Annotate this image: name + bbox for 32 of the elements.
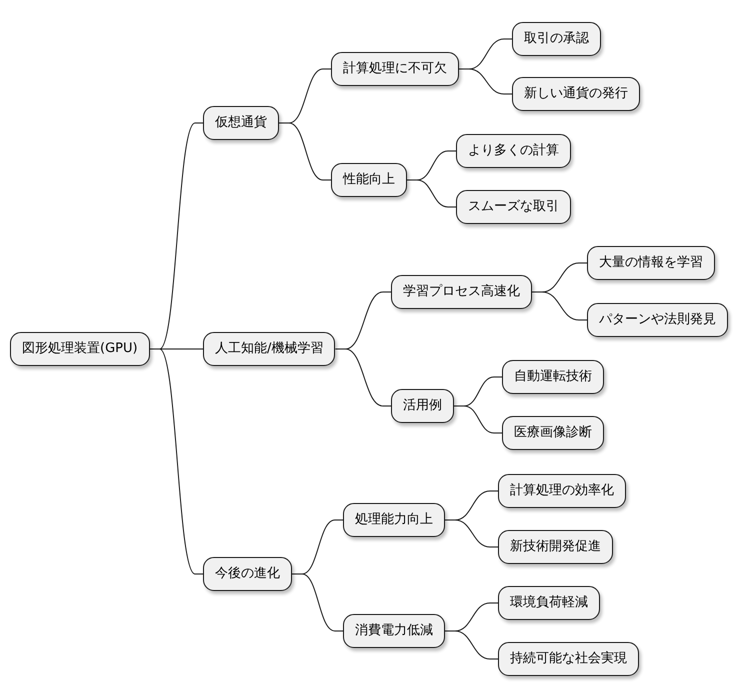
topic-box: 活用例 xyxy=(391,389,454,423)
topic-box: 計算処理に不可欠 xyxy=(331,52,459,86)
connector-line xyxy=(458,68,512,94)
connector-line xyxy=(292,574,344,632)
topic-box: 今後の進化 xyxy=(203,557,292,591)
topic-box: 仮想通貨 xyxy=(203,106,279,140)
topic-box: パターンや法則発見 xyxy=(587,303,728,337)
connector-line xyxy=(406,180,456,208)
topic-box: 学習プロセス高速化 xyxy=(391,275,532,309)
topic-box: 処理能力向上 xyxy=(343,503,445,537)
topic-box: 計算処理の効率化 xyxy=(498,474,626,508)
topic-box: 自動運転技術 xyxy=(502,360,604,394)
topic-box: 人工知能/機械学習 xyxy=(203,332,336,366)
topic-box: 消費電力低減 xyxy=(343,614,445,648)
topic-box: 環境負荷軽減 xyxy=(498,586,600,620)
topic-box: 性能向上 xyxy=(331,163,407,197)
topic-box: 取引の承認 xyxy=(512,22,601,56)
topic-box: 大量の情報を学習 xyxy=(587,246,715,280)
topic-box: 図形処理装置(GPU) xyxy=(10,332,150,366)
topic-box: より多くの計算 xyxy=(456,134,571,168)
topic-box: 新技術開発促進 xyxy=(498,530,613,564)
connector-line xyxy=(532,292,588,320)
connector-line xyxy=(149,348,204,574)
connector-line xyxy=(444,630,498,660)
connector-line xyxy=(444,520,498,548)
topic-box: 持続可能な社会実現 xyxy=(498,642,639,676)
connector-line xyxy=(454,406,502,434)
topic-box: 医療画像診断 xyxy=(502,416,604,450)
topic-box: 新しい通貨の発行 xyxy=(512,77,640,111)
connector-line xyxy=(278,122,332,180)
connector-line xyxy=(334,348,392,406)
topic-box: スムーズな取引 xyxy=(456,190,571,224)
